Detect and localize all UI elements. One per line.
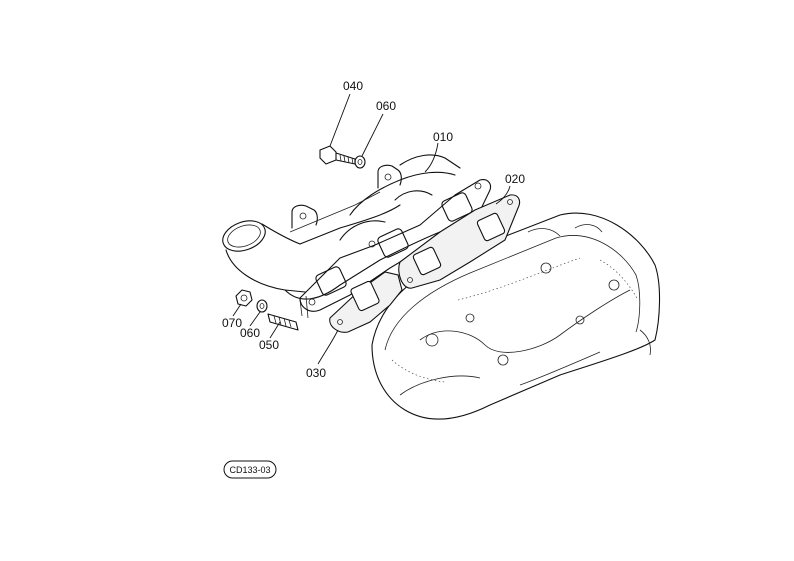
- washer-060-upper: [354, 155, 366, 169]
- callout-030: 030: [306, 366, 326, 380]
- callout-010: 010: [433, 130, 453, 144]
- callout-020: 020: [505, 172, 525, 186]
- manifold-flange: [299, 179, 492, 312]
- gasket-lower: [329, 271, 403, 333]
- washer-060-lower: [256, 299, 268, 313]
- figure-code: CD133-03: [229, 465, 270, 475]
- stud-050: [267, 313, 299, 331]
- callout-040: 040: [343, 79, 363, 93]
- cylinder-head: [371, 212, 661, 420]
- gasket-upper: [398, 194, 521, 289]
- callout-070: 070: [222, 316, 242, 330]
- leader-lines: [232, 93, 511, 365]
- bolt-040: [319, 145, 356, 165]
- callout-050: 050: [259, 338, 279, 352]
- callout-060-upper: 060: [376, 99, 396, 113]
- figure-code-badge: CD133-03: [223, 460, 277, 479]
- callout-labels: 040 060 010 020 070 060 050 030: [222, 79, 525, 380]
- exhaust-manifold: [222, 154, 461, 319]
- callout-060-lower: 060: [240, 326, 260, 340]
- nut-070: [235, 289, 253, 307]
